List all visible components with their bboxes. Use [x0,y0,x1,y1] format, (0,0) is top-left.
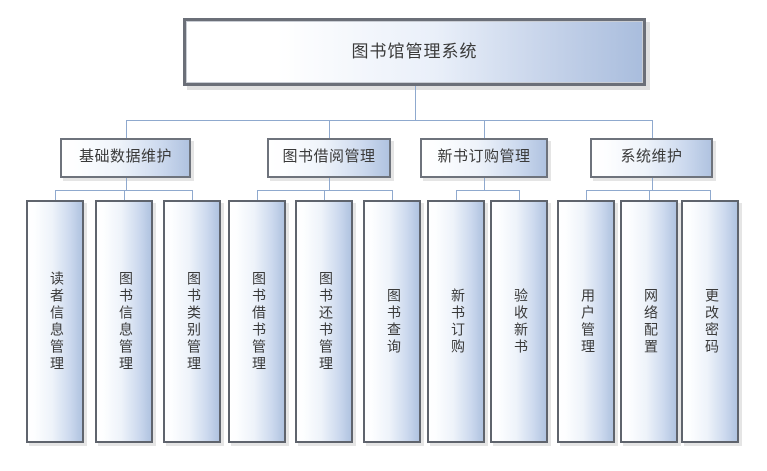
leaf-node-3-2[interactable]: 更改密码 [681,200,739,443]
connector-level2-drop-2 [484,120,485,138]
connector-leaf-drop-1-1 [324,190,325,200]
leaf-node-0-2-label: 图书类别管理 [185,270,200,373]
leaf-node-2-0[interactable]: 新书订购 [427,200,485,443]
connector-group-stem-1 [329,178,330,190]
connector-level2-drop-3 [652,120,653,138]
connector-leaf-drop-3-2 [710,190,711,200]
connector-group-stem-2 [484,178,485,190]
connector-leaf-drop-3-0 [586,190,587,200]
leaf-node-1-0[interactable]: 图书借书管理 [228,200,286,443]
leaf-node-2-1[interactable]: 验收新书 [490,200,548,443]
leaf-node-0-2[interactable]: 图书类别管理 [163,200,221,443]
connector-leaf-drop-0-2 [192,190,193,200]
group-node-1[interactable]: 图书借阅管理 [267,138,391,178]
group-node-3[interactable]: 系统维护 [590,138,713,178]
group-node-2[interactable]: 新书订购管理 [420,138,548,178]
leaf-node-0-0-label: 读者信息管理 [48,270,63,373]
root-node-label: 图书馆管理系统 [351,42,478,62]
group-node-2-label: 新书订购管理 [437,149,531,166]
connector-leaf-drop-1-2 [392,190,393,200]
leaf-node-1-0-label: 图书借书管理 [250,270,265,373]
leaf-node-2-0-label: 新书订购 [449,287,464,356]
leaf-node-0-0[interactable]: 读者信息管理 [26,200,84,443]
connector-root-stem [415,86,416,120]
leaf-node-0-1-label: 图书信息管理 [117,270,132,373]
connector-leaf-drop-2-1 [519,190,520,200]
connector-level2-bus [126,120,652,121]
connector-leaf-drop-3-1 [649,190,650,200]
group-node-1-label: 图书借阅管理 [282,149,376,166]
group-node-3-label: 系统维护 [620,149,683,166]
leaf-node-1-1-label: 图书还书管理 [317,270,332,373]
group-node-0[interactable]: 基础数据维护 [60,138,191,178]
connector-level2-drop-0 [126,120,127,138]
leaf-node-3-0[interactable]: 用户管理 [557,200,615,443]
connector-leaf-bus-2 [456,190,519,191]
leaf-node-1-2-label: 图书查询 [385,287,400,356]
connector-leaf-drop-2-0 [456,190,457,200]
leaf-node-1-1[interactable]: 图书还书管理 [295,200,353,443]
leaf-node-3-2-label: 更改密码 [703,287,718,356]
root-node[interactable]: 图书馆管理系统 [183,18,646,86]
leaf-node-0-1[interactable]: 图书信息管理 [95,200,153,443]
root-inner-frame: 图书馆管理系统 [186,21,643,83]
leaf-node-2-1-label: 验收新书 [512,287,527,356]
connector-leaf-bus-3 [586,190,710,191]
connector-group-stem-0 [126,178,127,190]
leaf-node-1-2[interactable]: 图书查询 [363,200,421,443]
leaf-node-3-0-label: 用户管理 [579,287,594,356]
connector-leaf-drop-1-0 [257,190,258,200]
connector-level2-drop-1 [329,120,330,138]
leaf-node-3-1-label: 网络配置 [642,287,657,356]
connector-leaf-drop-0-0 [55,190,56,200]
leaf-node-3-1[interactable]: 网络配置 [620,200,678,443]
connector-group-stem-3 [652,178,653,190]
group-node-0-label: 基础数据维护 [78,149,172,166]
connector-leaf-bus-0 [55,190,192,191]
connector-leaf-drop-0-1 [124,190,125,200]
